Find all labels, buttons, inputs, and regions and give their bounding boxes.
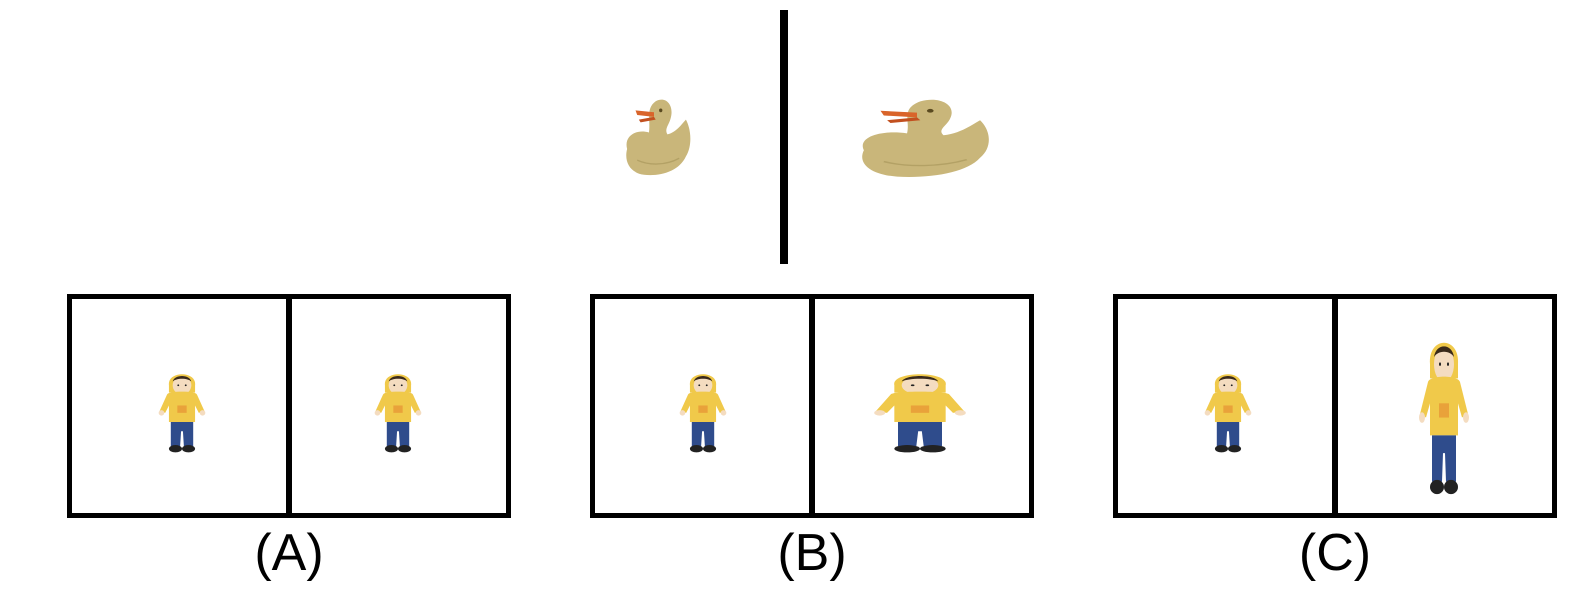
option-a-right-cell [292,299,506,513]
example-pair [0,0,1584,270]
option-b-divider [809,299,815,513]
doll-wide-image [865,365,975,457]
option-a-divider [286,299,292,513]
option-b-panel[interactable] [590,294,1034,518]
option-a-panel[interactable] [67,294,511,518]
rubber-duck-wide-image [834,92,1000,186]
example-divider [780,10,788,264]
option-c-left-cell [1118,299,1332,513]
rubber-duck-small-image [612,92,696,184]
doll-normal-image [675,365,731,457]
option-a-label: (A) [254,524,324,582]
option-b-label: (B) [777,524,847,582]
doll-normal-image [1200,365,1256,457]
doll-normal-image [370,365,426,457]
option-c-panel[interactable] [1113,294,1557,518]
option-a-left-cell [72,299,286,513]
doll-tall-image [1414,325,1474,503]
doll-normal-image [154,365,210,457]
option-c-right-cell [1338,299,1552,513]
option-b-right-cell [815,299,1029,513]
option-c-divider [1332,299,1338,513]
option-b-left-cell [595,299,809,513]
option-c-label: (C) [1298,524,1372,582]
